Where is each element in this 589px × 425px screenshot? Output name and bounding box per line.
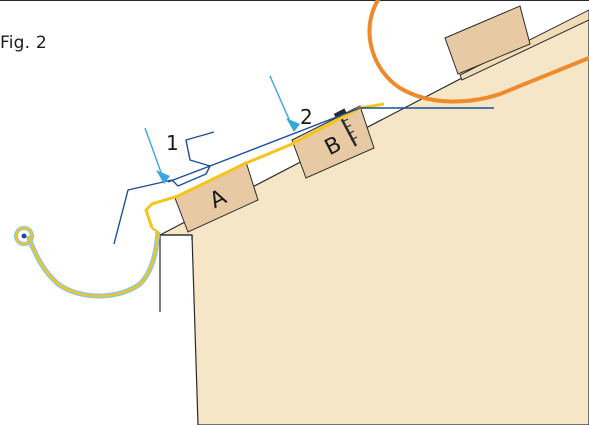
- screw-icon: [333, 108, 358, 147]
- roof-slab: [159, 11, 589, 425]
- gutter-roll: [14, 226, 34, 246]
- block-upper: [444, 5, 531, 75]
- gutter-inner: [26, 227, 160, 298]
- callout-1: 1: [144, 127, 179, 184]
- drip-edge-blue: [113, 131, 215, 245]
- batten-a: A: [174, 161, 259, 233]
- callout-2: 2: [269, 75, 313, 132]
- callout-2-label: 2: [300, 105, 313, 129]
- figure-caption: Fig. 2: [0, 33, 47, 53]
- underlay-yellow: [144, 102, 385, 229]
- fascia-outline: [159, 234, 193, 312]
- membrane-orange: [367, 0, 589, 104]
- flashing-blue-long: [167, 107, 494, 183]
- batten-b: B: [291, 105, 375, 179]
- callout-1-label: 1: [166, 131, 179, 155]
